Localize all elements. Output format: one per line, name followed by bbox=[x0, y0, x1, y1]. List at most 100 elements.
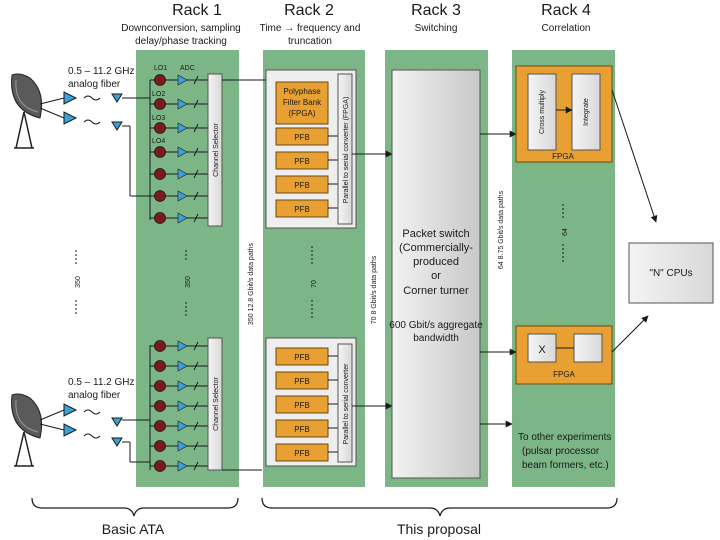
integrate-lower bbox=[573, 333, 603, 363]
p2s-converter-lower bbox=[337, 343, 353, 463]
p2s-converter-lower-label: Parallel to serial converter bbox=[343, 363, 350, 445]
lo-oscillator bbox=[154, 98, 166, 110]
adc-amplifier bbox=[177, 340, 188, 352]
antenna-bottom-fiber: analog fiber bbox=[68, 390, 121, 401]
lo4-label: LO4 bbox=[152, 138, 165, 145]
adc-amplifier bbox=[177, 360, 188, 372]
brace-basic-ata bbox=[31, 497, 239, 517]
antenna-bottom bbox=[11, 393, 43, 467]
rack3-to-rack4-links bbox=[480, 130, 517, 428]
fiber-link-bottom bbox=[39, 403, 150, 463]
adc-amplifier bbox=[177, 440, 188, 452]
rack1-upper-rows bbox=[150, 74, 208, 224]
pfb-block: PFB bbox=[275, 371, 338, 390]
pfb-bank-line1: Polyphase bbox=[283, 87, 321, 96]
lo-oscillator bbox=[154, 212, 166, 224]
cross-multiply-block bbox=[527, 73, 557, 151]
rack1-sub1: Downconversion, sampling bbox=[121, 23, 241, 34]
adc-amplifier bbox=[177, 74, 188, 86]
cpus-label: "N" CPUs bbox=[649, 268, 692, 279]
lo-oscillator bbox=[154, 460, 166, 472]
pfb-block: PFB bbox=[275, 347, 338, 366]
antenna-top-fiber: analog fiber bbox=[68, 79, 121, 90]
channel-row bbox=[150, 168, 208, 180]
channel-row bbox=[150, 400, 208, 412]
pfb-block: PFB bbox=[275, 151, 338, 170]
channel-row bbox=[150, 420, 208, 432]
integrate-label: Integrate bbox=[583, 98, 590, 126]
other-experiments-line1: To other experiments bbox=[518, 432, 611, 443]
pfb-label: PFB bbox=[294, 401, 310, 410]
lo-oscillator bbox=[154, 168, 166, 180]
paths-70-label: 70 8 Gbit/s data paths bbox=[371, 255, 378, 324]
rack3-line4: or bbox=[431, 270, 441, 282]
channel-row bbox=[150, 460, 208, 472]
lo-oscillator bbox=[154, 122, 166, 134]
channel-row bbox=[150, 98, 208, 110]
adc-amplifier bbox=[177, 400, 188, 412]
lo-oscillator bbox=[154, 74, 166, 86]
adc-label: ADC bbox=[180, 65, 195, 72]
cross-multiply-label: Cross multiply bbox=[539, 90, 546, 134]
channel-selector-lower bbox=[207, 337, 223, 471]
channel-row bbox=[150, 360, 208, 372]
adc-amplifier bbox=[177, 168, 188, 180]
pfb-block: PFB bbox=[275, 443, 338, 462]
rack2-sub1: Time → frequency and bbox=[260, 23, 361, 34]
fiber-link-top bbox=[39, 91, 150, 197]
cross-multiply-lower-label: X bbox=[538, 344, 546, 356]
rack3-title: Rack 3 bbox=[411, 2, 461, 19]
rack4-to-cpus-links bbox=[611, 89, 658, 353]
channel-row bbox=[150, 212, 208, 224]
pfb-label: PFB bbox=[294, 377, 310, 386]
lo-oscillator bbox=[154, 360, 166, 372]
pfb-label: PFB bbox=[294, 181, 310, 190]
rack3-line3: produced bbox=[413, 256, 459, 268]
rack2-count-label: 70 bbox=[311, 280, 318, 288]
channel-row bbox=[150, 380, 208, 392]
pfb-label: PFB bbox=[294, 425, 310, 434]
rack1-lower-rows bbox=[150, 340, 208, 472]
pfb-block: PFB bbox=[275, 419, 338, 438]
adc-amplifier bbox=[177, 122, 188, 134]
paths-64-label: 64 8.75 Gbit/s data paths bbox=[498, 190, 505, 269]
pfb-label: PFB bbox=[294, 205, 310, 214]
rack3-line2: (Commercially- bbox=[399, 242, 473, 254]
pfb-label: PFB bbox=[294, 353, 310, 362]
cross-multiply-lower bbox=[527, 333, 557, 363]
rack3-line1: Packet switch bbox=[402, 228, 469, 240]
pfb-label: PFB bbox=[294, 133, 310, 142]
pfb-block: PFB bbox=[275, 395, 338, 414]
adc-amplifier bbox=[177, 380, 188, 392]
lo-oscillator bbox=[154, 146, 166, 158]
adc-amplifier bbox=[177, 420, 188, 432]
p2s-converter-upper bbox=[337, 73, 353, 225]
rack4-count-label: 64 bbox=[562, 228, 569, 236]
rack2-to-rack3-links bbox=[352, 150, 393, 410]
pfb-label: PFB bbox=[294, 449, 310, 458]
adc-amplifier bbox=[177, 212, 188, 224]
rack1-lower-channels bbox=[136, 345, 151, 470]
rack1-title: Rack 1 bbox=[172, 2, 222, 19]
fpga-upper-label: FPGA bbox=[552, 152, 574, 161]
channel-selector-upper-label: Channel Selector bbox=[213, 122, 220, 176]
adc-amplifier bbox=[177, 190, 188, 202]
pfb-block: PFB bbox=[275, 199, 338, 218]
antenna-bottom-freq: 0.5 – 11.2 GHz bbox=[68, 377, 135, 388]
packet-switch bbox=[391, 69, 481, 479]
rack3-line7: bandwidth bbox=[413, 333, 459, 344]
channel-row bbox=[150, 146, 208, 158]
adc-amplifier bbox=[177, 98, 188, 110]
rack3-line6: 600 Gbit/s aggregate bbox=[389, 320, 483, 331]
rack1-upper-channels bbox=[136, 80, 151, 220]
pfb-bank-line2: Filter Bank bbox=[283, 98, 322, 107]
fpga-lower-label: FPGA bbox=[553, 370, 575, 379]
adc-amplifier bbox=[177, 460, 188, 472]
channel-selector-upper bbox=[207, 73, 223, 227]
antenna-top bbox=[11, 73, 43, 149]
lo-oscillator bbox=[154, 190, 166, 202]
rack3-sub1: Switching bbox=[415, 23, 458, 34]
lo-oscillator bbox=[154, 440, 166, 452]
paths-350-label: 350 12.8 Gbit/s data paths bbox=[248, 242, 255, 325]
